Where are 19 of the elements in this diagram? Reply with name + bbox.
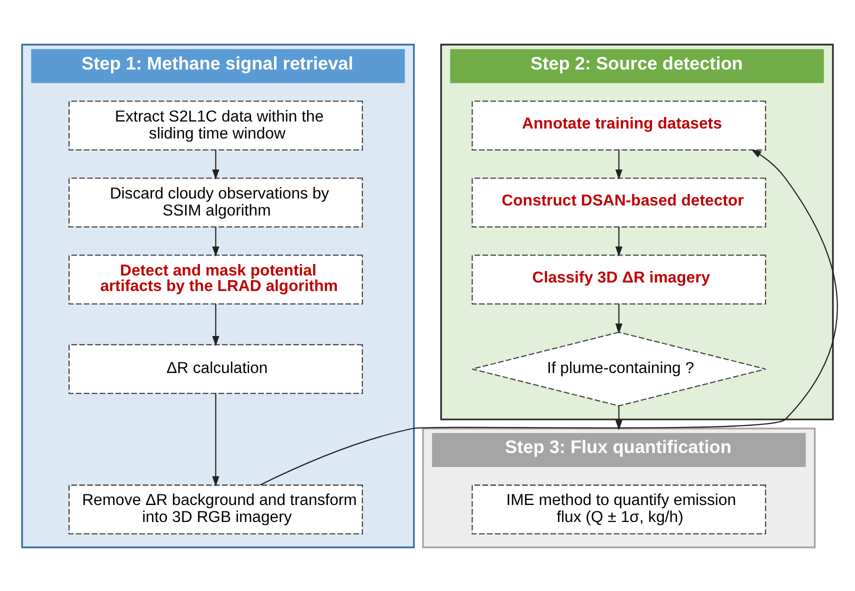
node-box: ΔR calculation — [68, 344, 363, 394]
arrow — [212, 226, 220, 256]
node-box: Discard cloudy observations by SSIM algorithm — [68, 177, 363, 227]
node-box: Detect and mask potential artifacts by the LRAD algorithm — [68, 254, 363, 304]
node-box: Extract S2L1C data within the sliding time window — [68, 100, 363, 150]
arrow — [212, 393, 220, 486]
node-box: Classify 3D ΔR imagery — [472, 254, 766, 304]
node-box: Remove ΔR background and transform into 3D RGB imagery — [68, 484, 363, 534]
arrow — [615, 226, 622, 256]
node-box: Construct DSAN-based detector — [472, 177, 766, 227]
node-box: Annotate training datasets — [472, 100, 766, 150]
arrow — [615, 149, 622, 180]
arrow — [615, 304, 622, 334]
arrow — [212, 304, 220, 346]
arrow — [615, 406, 622, 430]
arrow — [260, 148, 838, 485]
node-diamond: If plume-containing ? — [472, 331, 766, 406]
node-box: IME method to quantify emission flux (Q ± 1σ, kg/h) — [472, 484, 766, 534]
arrow — [212, 149, 220, 180]
